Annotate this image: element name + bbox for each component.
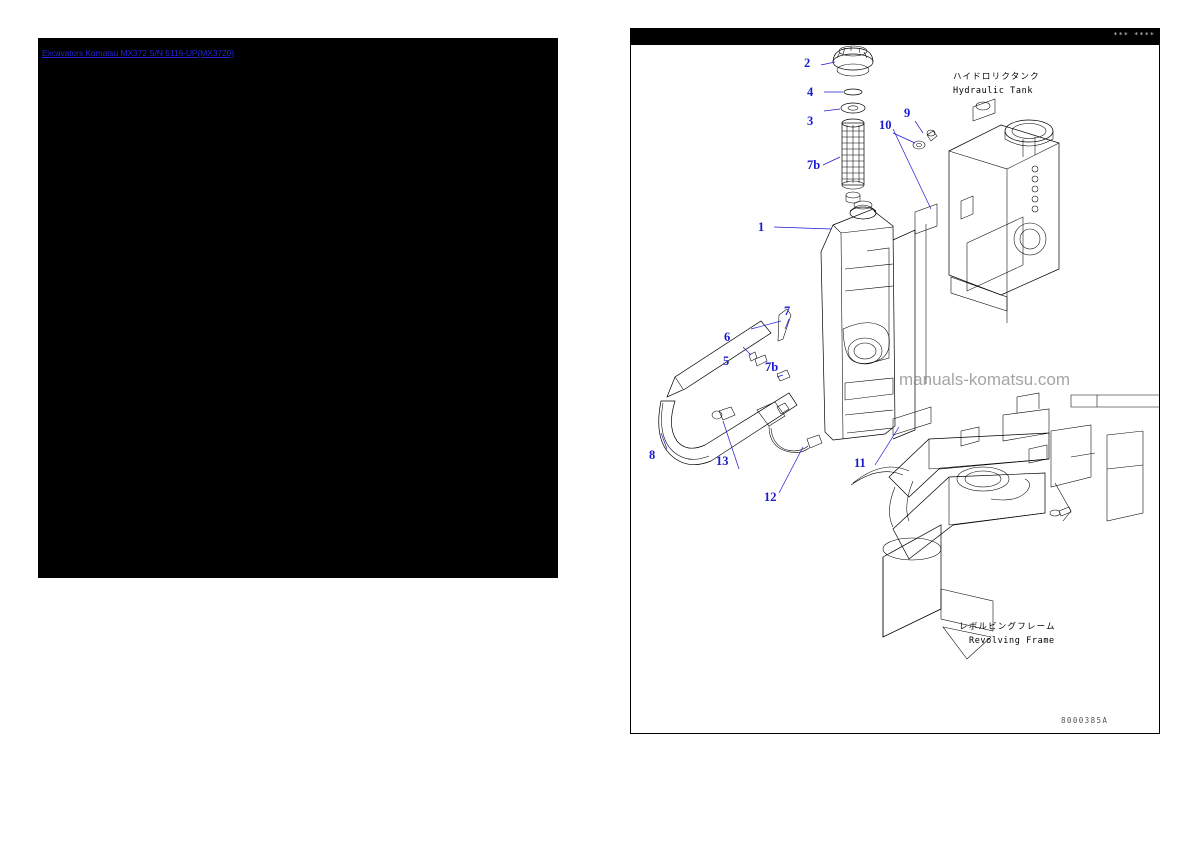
- callout-8: 7b: [807, 158, 820, 172]
- callout-5: 5: [723, 354, 729, 368]
- drawing-number: 8000385A: [1061, 716, 1108, 725]
- callout-7: 7: [784, 304, 790, 318]
- callout-numbers: 2 3 4 7b 1 6 5 7 7b 8 9 10 11 12 13: [649, 56, 910, 504]
- fuel-tank-group: [820, 200, 916, 441]
- callout-2: 2: [804, 56, 810, 70]
- callout-leaders: [660, 61, 932, 494]
- filler-cap-group: [832, 45, 874, 77]
- oring-group: [843, 88, 863, 96]
- revolving-frame-label-en: Revolving Frame: [969, 636, 1055, 646]
- fasteners-group: [748, 308, 792, 382]
- callout-1: 1: [758, 220, 764, 234]
- callout-7b: 7b: [765, 360, 778, 374]
- small-parts-group: [912, 129, 938, 150]
- callout-13: 12: [764, 490, 777, 504]
- strainer-element-group: [841, 118, 865, 204]
- callout-12: 11: [854, 456, 866, 470]
- tank-strap-group: [658, 320, 798, 466]
- callout-14: 13: [716, 454, 729, 468]
- callout-10: 9: [904, 106, 910, 120]
- label-hydraulic-tank: ハイドロリクタンク Hydraulic Tank: [953, 72, 1040, 96]
- page-title[interactable]: Excavators Komatsu MX372 S/N 5116-UP(MX3…: [42, 48, 234, 58]
- revolving-frame-label-jp: レボルビングフレーム: [959, 621, 1056, 632]
- callout-4: 4: [807, 85, 814, 99]
- label-revolving-frame: レボルビングフレーム Revolving Frame: [959, 621, 1056, 646]
- fuel-sender-group: [711, 401, 823, 453]
- top-bar-code: *** ****: [1113, 31, 1155, 39]
- callout-11: 10: [879, 118, 892, 132]
- revolving-frame-group: [850, 392, 1159, 660]
- hydraulic-tank-label-en: Hydraulic Tank: [953, 86, 1033, 96]
- callout-6: 6: [724, 330, 730, 344]
- parts-diagram-panel: *** ****: [630, 28, 1160, 734]
- diagram-top-bar: *** ****: [631, 29, 1159, 45]
- callout-9: 8: [649, 448, 655, 462]
- washer-group: [840, 102, 866, 114]
- hydraulic-tank-label-jp: ハイドロリクタンク: [953, 72, 1040, 82]
- callout-3: 3: [807, 114, 813, 128]
- watermark: manuals-komatsu.com: [899, 370, 1070, 389]
- hydraulic-tank-group: [948, 98, 1060, 323]
- left-image-panel: [38, 38, 558, 578]
- diagram-drawing: 2 3 4 7b 1 6 5 7 7b 8 9 10 11 12 13 ハイドロ…: [649, 45, 1159, 725]
